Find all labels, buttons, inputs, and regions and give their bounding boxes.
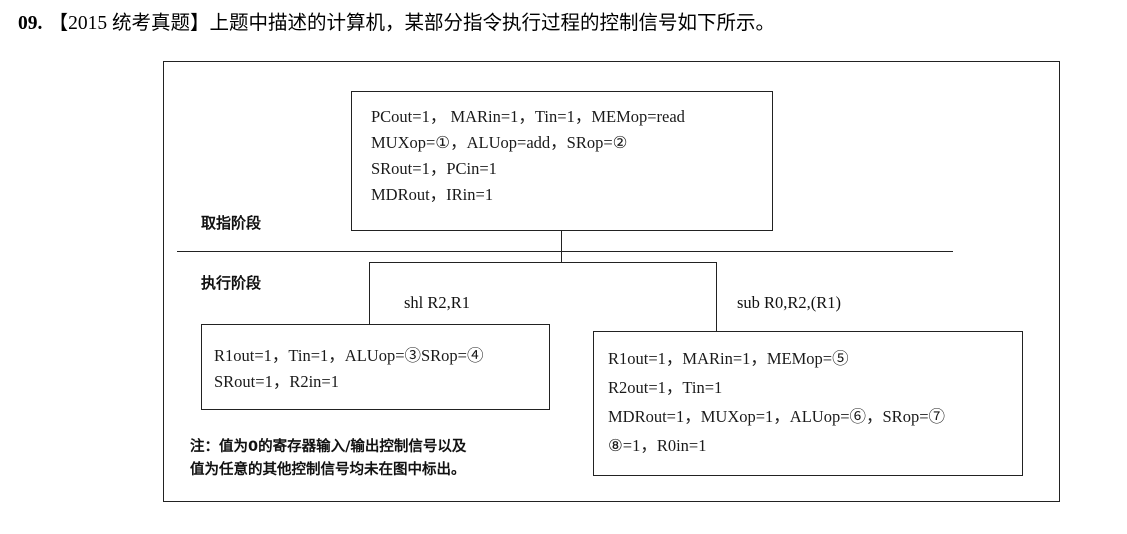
shl-line-1: R1out=1，Tin=1，ALUop=③SRop=④ <box>214 346 484 365</box>
sub-line-1: R1out=1，MARin=1，MEMop=⑤ <box>608 349 849 368</box>
connector-left-down <box>369 262 370 325</box>
question-heading: 09. 【2015 统考真题】上题中描述的计算机，某部分指令执行过程的控制信号如… <box>18 6 775 35</box>
sub-instruction-label: sub R0,R2,(R1) <box>737 293 842 312</box>
note-line-1: 注：值为0的寄存器输入/输出控制信号以及 <box>190 439 467 455</box>
fetch-box: PCout=1， MARin=1，Tin=1，MEMop=read MUXop=… <box>351 91 773 231</box>
fetch-line-2: MUXop=①，ALUop=add，SRop=② <box>371 133 628 152</box>
execute-stage-label: 执行阶段 <box>201 274 262 292</box>
fetch-line-3: SRout=1，PCin=1 <box>371 159 497 178</box>
sub-execute-box: R1out=1，MARin=1，MEMop=⑤ R2out=1，Tin=1 MD… <box>593 331 1023 476</box>
shl-execute-box: R1out=1，Tin=1，ALUop=③SRop=④ SRout=1，R2in… <box>201 324 550 410</box>
question-tag: 【2015 统考真题】 <box>48 13 210 34</box>
fetch-line-4: MDRout，IRin=1 <box>371 185 494 204</box>
shl-line-2: SRout=1，R2in=1 <box>214 372 339 391</box>
sub-line-2: R2out=1，Tin=1 <box>608 378 723 397</box>
shl-instruction-label: shl R2,R1 <box>404 293 471 312</box>
stage-divider <box>177 251 953 252</box>
diagram-note: 注：值为0的寄存器输入/输出控制信号以及 值为任意的其他控制信号均未在图中标出。 <box>190 436 466 482</box>
connector-right-down <box>716 262 717 332</box>
sub-line-3: MDRout=1，MUXop=1，ALUop=⑥，SRop=⑦ <box>608 407 945 426</box>
diagram-frame <box>163 61 1060 502</box>
question-text: 上题中描述的计算机，某部分指令执行过程的控制信号如下所示。 <box>209 11 775 34</box>
fetch-line-1: PCout=1， MARin=1，Tin=1，MEMop=read <box>371 107 685 126</box>
question-number: 09. <box>18 13 43 34</box>
sub-line-4: ⑧=1，R0in=1 <box>608 436 707 455</box>
connector-fetch-down <box>561 231 562 263</box>
connector-branch-bar <box>369 262 717 263</box>
note-line-2: 值为任意的其他控制信号均未在图中标出。 <box>190 462 466 478</box>
fetch-stage-label: 取指阶段 <box>201 214 262 232</box>
